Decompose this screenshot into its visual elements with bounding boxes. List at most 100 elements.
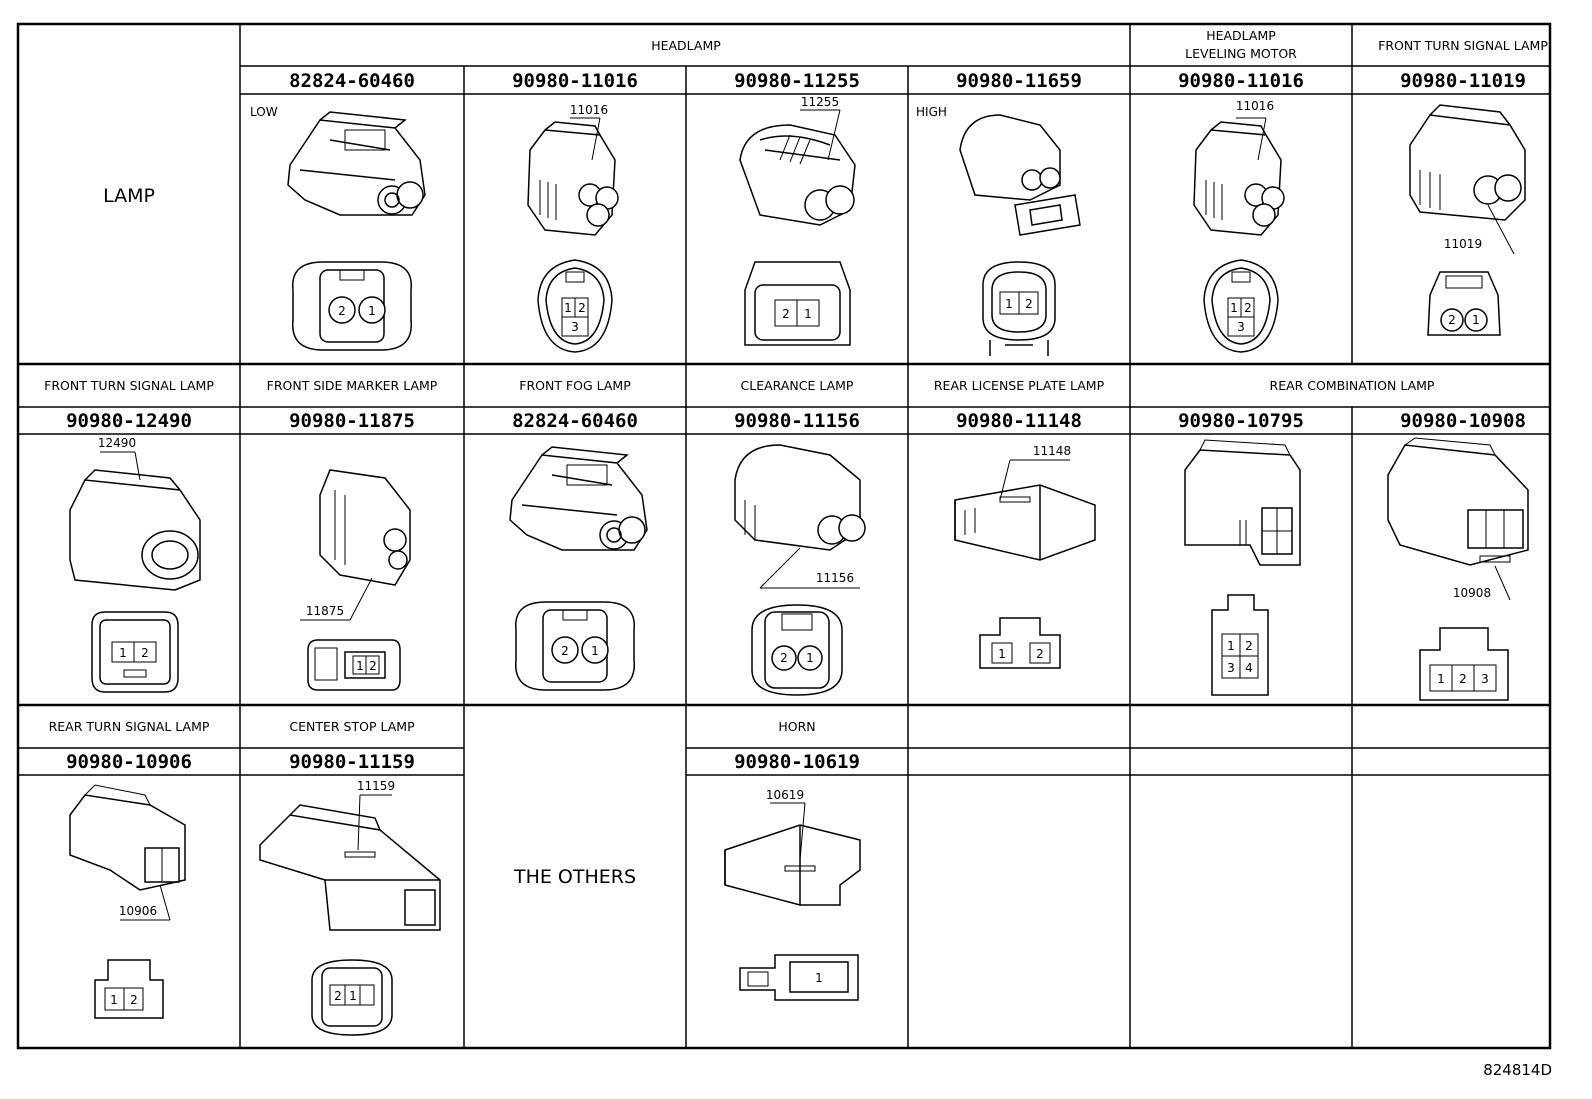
pin-label: 2 (1036, 647, 1044, 661)
connector-illustration (1184, 439, 1301, 696)
label-front-side-marker: FRONT SIDE MARKER LAMP (267, 378, 438, 393)
connector-illustration (69, 784, 186, 1019)
callout-label: 11016 (570, 103, 608, 117)
group-header-headlamp: HEADLAMP (651, 38, 721, 53)
part-number: 90980-10908 (1400, 410, 1526, 432)
callout-label: 10908 (1453, 586, 1491, 600)
pin-label: 1 (110, 993, 118, 1007)
pin-label: 1 (804, 307, 812, 321)
part-number: 90980-11148 (956, 410, 1082, 432)
pin-label: 2 (338, 304, 346, 318)
callout-label: 11016 (1236, 99, 1274, 113)
part-number: 82824-60460 (289, 70, 415, 92)
group-header-front-turn: FRONT TURN SIGNAL LAMP (1378, 38, 1548, 53)
connector-illustration (724, 802, 861, 1001)
callout-label: 11156 (816, 571, 854, 585)
pin-label: 2 (1245, 639, 1253, 653)
note-high: HIGH (916, 105, 947, 119)
table-grid (16, 22, 1552, 1050)
label-rear-turn-signal: REAR TURN SIGNAL LAMP (49, 719, 210, 734)
label-clearance: CLEARANCE LAMP (741, 378, 854, 393)
pin-label: 3 (1237, 320, 1245, 334)
pin-label: 3 (1227, 661, 1235, 675)
note-low: LOW (250, 105, 278, 119)
connector-illustration (287, 111, 426, 351)
pin-label: 1 (1472, 313, 1480, 327)
part-number: 90980-11016 (1178, 70, 1304, 92)
label-front-fog: FRONT FOG LAMP (519, 378, 631, 393)
callout-label: 12490 (98, 436, 136, 450)
part-number: 90980-10795 (1178, 410, 1304, 432)
pin-label: 1 (564, 301, 572, 315)
left-header-lamp: LAMP (103, 185, 155, 207)
connector-illustration (527, 117, 619, 353)
pin-label: 2 (141, 646, 149, 660)
connector-illustration (300, 469, 411, 691)
pin-label: 3 (1481, 672, 1489, 686)
part-number: 90980-11659 (956, 70, 1082, 92)
pin-label: 2 (1244, 301, 1252, 315)
callout-label: 11148 (1033, 444, 1071, 458)
part-number: 90980-10619 (734, 751, 860, 773)
callout-label: 10619 (766, 788, 804, 802)
pin-label: 2 (1025, 297, 1033, 311)
callout-label: 11255 (801, 95, 839, 109)
part-number: 90980-11019 (1400, 70, 1526, 92)
label-center-stop: CENTER STOP LAMP (289, 719, 415, 734)
callout-label: 10906 (119, 904, 157, 918)
callout-label: 11875 (306, 604, 344, 618)
pin-label: 1 (591, 644, 599, 658)
pin-label: 4 (1245, 661, 1253, 675)
label-rear-license: REAR LICENSE PLATE LAMP (934, 378, 1105, 393)
part-number: 90980-11255 (734, 70, 860, 92)
pin-label: 1 (368, 304, 376, 318)
pin-label: 1 (349, 989, 357, 1003)
label-front-turn-signal: FRONT TURN SIGNAL LAMP (44, 378, 214, 393)
pin-label: 1 (1005, 297, 1013, 311)
part-number: 90980-11159 (289, 751, 415, 773)
connector-illustration (739, 109, 856, 346)
part-number: 90980-12490 (66, 410, 192, 432)
pin-label: 1 (1230, 301, 1238, 315)
label-rear-combination: REAR COMBINATION LAMP (1270, 378, 1435, 393)
pin-label: 2 (561, 644, 569, 658)
part-number: 90980-11016 (512, 70, 638, 92)
pin-label: 2 (369, 659, 377, 673)
connector-illustration (1193, 117, 1285, 353)
group-header-leveling-1: HEADLAMP (1206, 28, 1276, 43)
pin-label: 1 (1437, 672, 1445, 686)
pin-label: 2 (1459, 672, 1467, 686)
connector-illustration (1387, 437, 1529, 701)
figure-reference: 824814D (1483, 1061, 1552, 1079)
connector-illustration (954, 459, 1096, 669)
pin-label: 2 (334, 989, 342, 1003)
connector-illustration (69, 451, 201, 693)
labels: LAMP HEADLAMP HEADLAMP LEVELING MOTOR FR… (44, 28, 1552, 1079)
label-horn: HORN (778, 719, 815, 734)
callout-label: 11159 (357, 779, 395, 793)
part-number: 90980-10906 (66, 751, 192, 773)
connector-illustration (734, 444, 866, 696)
callout-label: 11019 (1444, 237, 1482, 251)
connector-illustration (1409, 104, 1526, 336)
part-number: 90980-11156 (734, 410, 860, 432)
connector-illustration (959, 114, 1081, 356)
pin-label: 2 (782, 307, 790, 321)
pin-label: 1 (356, 659, 364, 673)
connector-illustration (509, 446, 648, 691)
the-others-label: THE OTHERS (513, 866, 636, 888)
part-number: 82824-60460 (512, 410, 638, 432)
pin-label: 1 (806, 651, 814, 665)
pin-label: 2 (130, 993, 138, 1007)
pin-label: 2 (780, 651, 788, 665)
group-header-leveling-2: LEVELING MOTOR (1185, 46, 1297, 61)
pin-label: 1 (1227, 639, 1235, 653)
pin-label: 1 (119, 646, 127, 660)
pin-label: 3 (571, 320, 579, 334)
part-number: 90980-11875 (289, 410, 415, 432)
pin-label: 2 (578, 301, 586, 315)
pin-label: 1 (998, 647, 1006, 661)
pin-label: 1 (815, 971, 823, 985)
pin-label: 2 (1448, 313, 1456, 327)
